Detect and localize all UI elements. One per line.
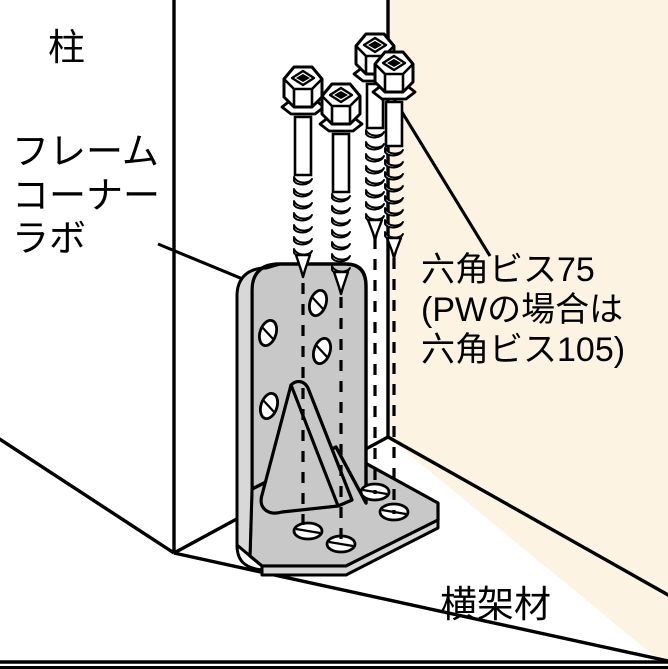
label-pillar: 柱 (48, 27, 85, 68)
bracket-frame-corner (235, 262, 440, 577)
lag-screw-1 (280, 65, 326, 279)
beam-member (386, 0, 668, 668)
label-hex-screw: 六角ビス75 (PWの場合は 六角ビス105) (421, 251, 626, 370)
lag-screw-4 (371, 50, 417, 260)
bracket-vertical-holes (257, 288, 333, 421)
label-beam: 横架材 (440, 584, 551, 625)
screw-centerlines (301, 238, 396, 548)
bracket-base-holes (292, 482, 410, 554)
lag-screw-2 (318, 82, 364, 296)
label-frame-corner: フレーム コーナー ラボ (12, 131, 160, 260)
